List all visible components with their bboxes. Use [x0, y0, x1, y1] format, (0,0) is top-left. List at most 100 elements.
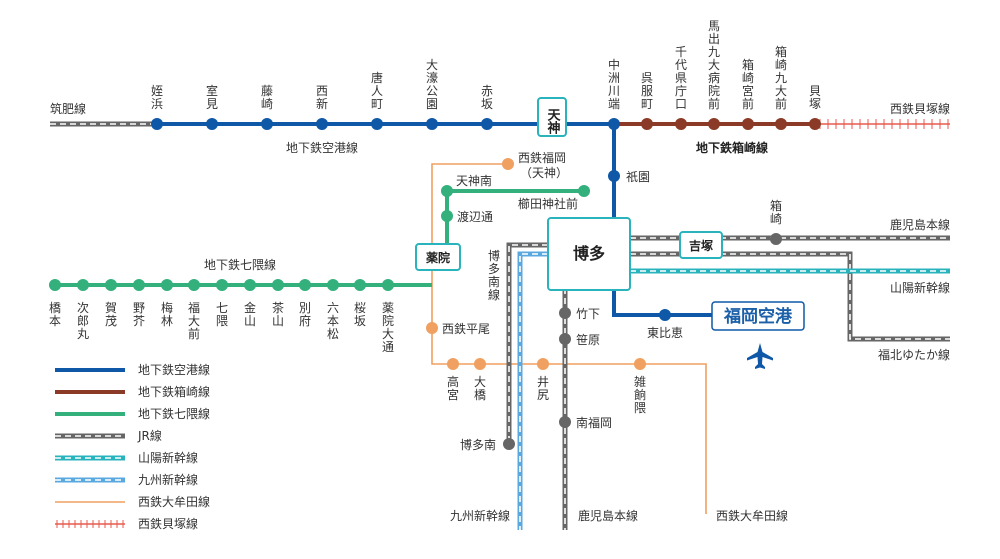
legend-label: 山陽新幹線: [138, 450, 198, 465]
station-dot[interactable]: [809, 118, 821, 130]
station-dot[interactable]: [441, 210, 453, 222]
station-dot[interactable]: [559, 416, 571, 428]
station-dot[interactable]: [537, 358, 549, 370]
station-label: 別府: [299, 301, 311, 328]
station-label: 姪浜: [151, 84, 163, 111]
station-dot[interactable]: [608, 170, 620, 182]
station-dot[interactable]: [188, 279, 200, 291]
fukuhoku-label: 福北ゆたか線: [878, 347, 950, 362]
station-dot[interactable]: [244, 279, 256, 291]
station-label: 大橋: [474, 375, 486, 402]
station-label: 福大前: [188, 300, 200, 341]
station-dot[interactable]: [49, 279, 61, 291]
station-dot[interactable]: [659, 309, 671, 321]
station-dot[interactable]: [559, 333, 571, 345]
station-dot[interactable]: [299, 279, 311, 291]
station-dot[interactable]: [675, 118, 687, 130]
station-dot[interactable]: [151, 118, 163, 130]
kaizuka-line: [815, 119, 950, 129]
station-label: 博多南: [460, 437, 496, 452]
station-label: 賀茂: [105, 301, 117, 328]
airport-hub[interactable]: 福岡空港: [711, 301, 805, 331]
yakuin-hub[interactable]: 薬院: [415, 243, 461, 271]
yoshizuka-hub[interactable]: 吉塚: [679, 231, 723, 259]
station-dot[interactable]: [382, 279, 394, 291]
legend-item: 九州新幹線: [55, 472, 198, 487]
station-dot[interactable]: [133, 279, 145, 291]
station-dot[interactable]: [503, 438, 515, 450]
station-dot[interactable]: [775, 118, 787, 130]
station-dot[interactable]: [770, 233, 782, 245]
station-dot[interactable]: [608, 118, 620, 130]
station-label: 室見: [206, 83, 218, 111]
station-label: 竹下: [576, 307, 600, 321]
station-dot[interactable]: [105, 279, 117, 291]
station-dot[interactable]: [161, 279, 173, 291]
station-label: 天神南: [456, 173, 492, 188]
kagoshima-top-label: 鹿児島本線: [890, 217, 950, 232]
station-labels: 姪浜室見藤崎西新唐人町大濠公園赤坂中洲川端祇園東比恵呉服町千代県庁口馬出九大病院…: [49, 19, 821, 452]
legend-label: JR線: [137, 428, 162, 443]
station-dot[interactable]: [426, 118, 438, 130]
station-label: 唐人町: [371, 70, 383, 111]
nanakuma-line-label: 地下鉄七隈線: [204, 257, 276, 272]
airport-label: 福岡空港: [723, 306, 793, 327]
station-dot[interactable]: [354, 279, 366, 291]
station-dot[interactable]: [206, 118, 218, 130]
legend-item: 山陽新幹線: [55, 450, 198, 465]
station-label: 茶山: [272, 300, 284, 328]
legend-item: 地下鉄空港線: [55, 362, 210, 377]
station-label: 六本松: [327, 301, 339, 341]
station-dot[interactable]: [481, 118, 493, 130]
station-dot[interactable]: [426, 322, 438, 334]
station-dot[interactable]: [327, 279, 339, 291]
station-label: 馬出九大病院前: [708, 19, 720, 111]
station-label: 櫛田神社前: [518, 196, 578, 211]
legend-item: 西鉄貝塚線: [55, 516, 198, 531]
station-dot[interactable]: [708, 118, 720, 130]
hakozaki-line-stations: [641, 118, 821, 130]
station-dot[interactable]: [578, 185, 590, 197]
station-label: 大濠公園: [426, 58, 438, 111]
station-dot[interactable]: [474, 358, 486, 370]
legend-label: 西鉄大牟田線: [138, 494, 210, 509]
station-dot[interactable]: [272, 279, 284, 291]
kaizuka-line-label: 西鉄貝塚線: [890, 101, 950, 116]
yakuin-label: 薬院: [426, 250, 450, 265]
hakata-minami-line-label: 博多南線: [488, 248, 500, 302]
station-dot[interactable]: [441, 185, 453, 197]
station-dot[interactable]: [371, 118, 383, 130]
station-label: 薬院大通: [382, 301, 394, 354]
tenjin-hub[interactable]: 天神: [537, 97, 567, 137]
station-dot[interactable]: [77, 279, 89, 291]
legend: 地下鉄空港線地下鉄箱崎線地下鉄七隈線JR線山陽新幹線九州新幹線西鉄大牟田線西鉄貝…: [55, 362, 210, 531]
station-dot[interactable]: [742, 118, 754, 130]
station-label: 呉服町: [641, 71, 653, 111]
station-dot[interactable]: [316, 118, 328, 130]
station-label: 高宮: [447, 374, 459, 402]
station-label: 箱崎宮前: [742, 57, 754, 111]
station-label: 金山: [244, 300, 256, 328]
station-dot[interactable]: [261, 118, 273, 130]
station-label: 藤崎: [261, 84, 273, 111]
station-dot[interactable]: [216, 279, 228, 291]
legend-item: JR線: [55, 428, 162, 443]
station-label: 箱崎: [770, 198, 782, 226]
station-label: 井尻: [537, 375, 549, 402]
legend-item: 地下鉄七隈線: [55, 406, 210, 421]
airport-line-label: 地下鉄空港線: [286, 140, 358, 155]
station-dot[interactable]: [447, 358, 459, 370]
station-label: 渡辺通: [457, 209, 493, 224]
station-label: 西鉄平尾: [442, 321, 490, 336]
station-dot[interactable]: [559, 307, 571, 319]
station-label: 南福岡: [576, 415, 612, 430]
station-label: 千代県庁口: [675, 45, 687, 111]
station-dot[interactable]: [502, 158, 514, 170]
hakata-hub[interactable]: 博多: [547, 217, 631, 291]
station-dot[interactable]: [641, 118, 653, 130]
station-label: 桜坂: [354, 301, 366, 328]
station-label: 西鉄福岡（天神）: [518, 150, 568, 180]
other-stations: [426, 158, 782, 450]
legend-item: 西鉄大牟田線: [55, 494, 210, 509]
station-dot[interactable]: [634, 358, 646, 370]
